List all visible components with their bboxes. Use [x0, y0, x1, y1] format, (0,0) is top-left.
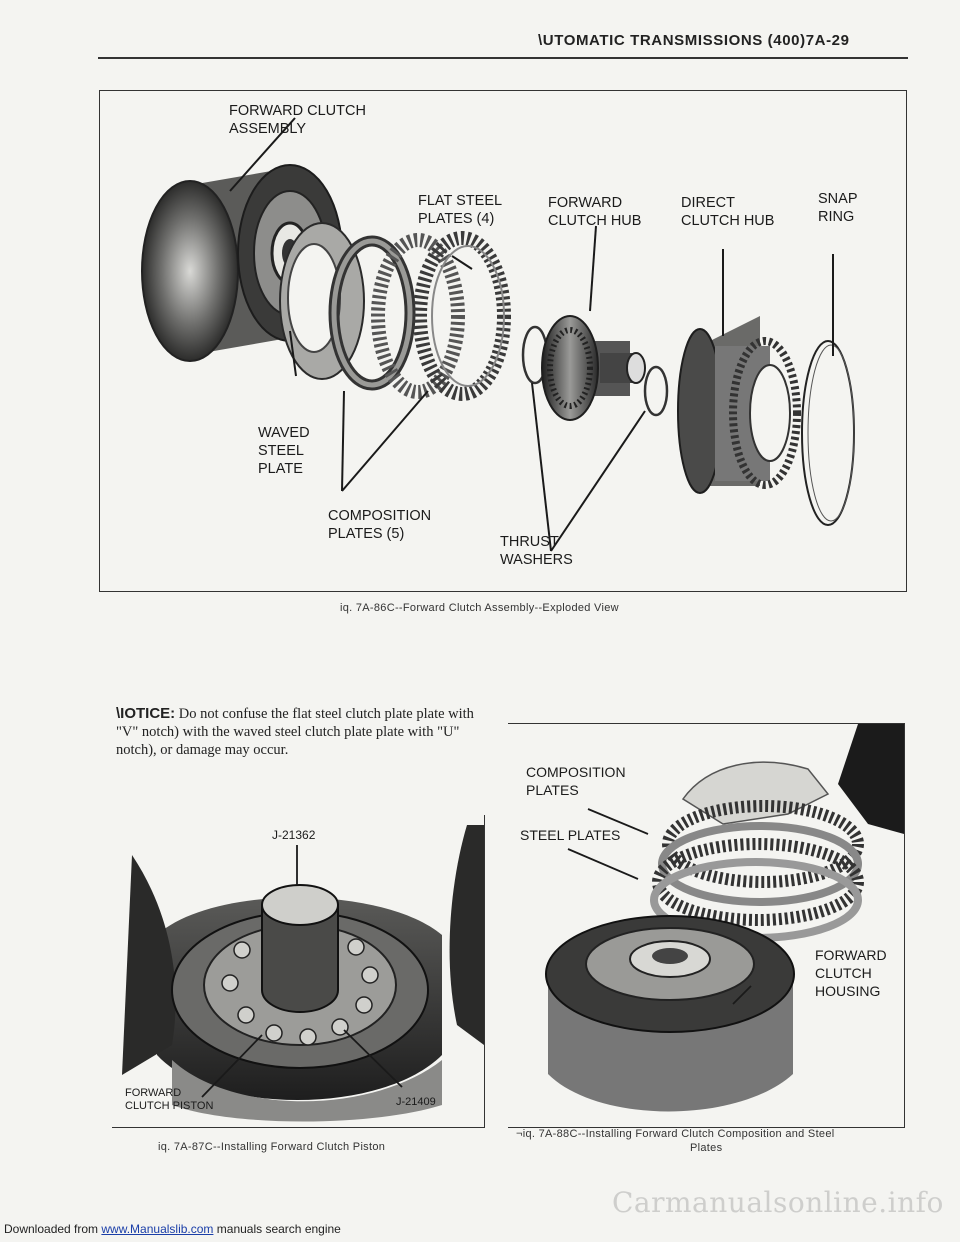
piston-install-photo [122, 825, 484, 1122]
notice-text: Do not confuse the flat steel clutch pla… [116, 706, 474, 758]
footer-suffix: manuals search engine [213, 1222, 341, 1236]
label-snap-ring: SNAP RING [818, 191, 858, 225]
composition-plates-stack [371, 231, 511, 401]
label-forward-clutch-piston: FORWARD CLUTCH PISTON [125, 1087, 214, 1112]
direct-clutch-hub [677, 316, 801, 494]
figure1-caption: iq. 7A-86C--Forward Clutch Assembly--Exp… [340, 602, 619, 614]
fig3-leader-lines [567, 808, 752, 1005]
figure-piston-install [112, 815, 485, 1128]
manualslib-link[interactable]: www.Manualslib.com [101, 1222, 214, 1236]
label-tool-j21409: J-21409 [396, 1096, 436, 1108]
label-waved-steel-plate: WAVED STEEL PLATE [258, 425, 310, 477]
label-forward-clutch-hub: FORWARD CLUTCH HUB [548, 195, 642, 229]
header-rule [98, 57, 908, 59]
page-header: \UTOMATIC TRANSMISSIONS (400)7A-29 [538, 32, 850, 49]
thrust-washer-2 [643, 365, 669, 417]
download-footer: Downloaded from www.Manualslib.com manua… [4, 1222, 341, 1236]
label-flat-steel-plates: FLAT STEEL PLATES (4) [418, 193, 503, 227]
exploded-view-illustration [141, 117, 855, 552]
label-thrust-washers: THRUST WASHERS [500, 534, 573, 568]
fig1-leader-lines [229, 117, 834, 552]
label-forward-clutch-assembly: FORWARD CLUTCH ASSEMBLY [229, 103, 366, 137]
label-composition-plates: COMPOSITION PLATES (5) [328, 508, 432, 542]
notice-heading: \IOTICE: [116, 705, 176, 722]
flat-steel-plate [328, 235, 416, 391]
label-composition-plates-fig3: COMPOSITION PLATES [526, 764, 626, 798]
figure3-caption-line1: ¬iq. 7A-88C--Installing Forward Clutch C… [516, 1128, 835, 1140]
figure3-caption-line2: Plates [690, 1142, 723, 1154]
figure-exploded-view [99, 90, 907, 592]
figure-composition-steel-install [508, 723, 905, 1128]
plate-stack [650, 800, 864, 942]
snap-ring [801, 340, 855, 526]
label-tool-j21362: J-21362 [272, 828, 316, 842]
forward-clutch-hub [541, 315, 646, 421]
figure2-caption: iq. 7A-87C--Installing Forward Clutch Pi… [158, 1141, 386, 1153]
label-direct-clutch-hub: DIRECT CLUTCH HUB [681, 195, 775, 229]
label-steel-plates: STEEL PLATES [520, 827, 621, 843]
piston-bolt-ring [221, 938, 379, 1046]
label-forward-clutch-housing: FORWARD CLUTCH HOUSING [815, 947, 887, 999]
notice-paragraph: \IOTICE: Do not confuse the flat steel c… [116, 705, 496, 759]
composition-steel-photo [545, 724, 904, 1112]
footer-prefix: Downloaded from [4, 1222, 102, 1236]
fig2-leader-lines [201, 845, 403, 1098]
watermark: Carmanualsonline.info [612, 1186, 944, 1219]
